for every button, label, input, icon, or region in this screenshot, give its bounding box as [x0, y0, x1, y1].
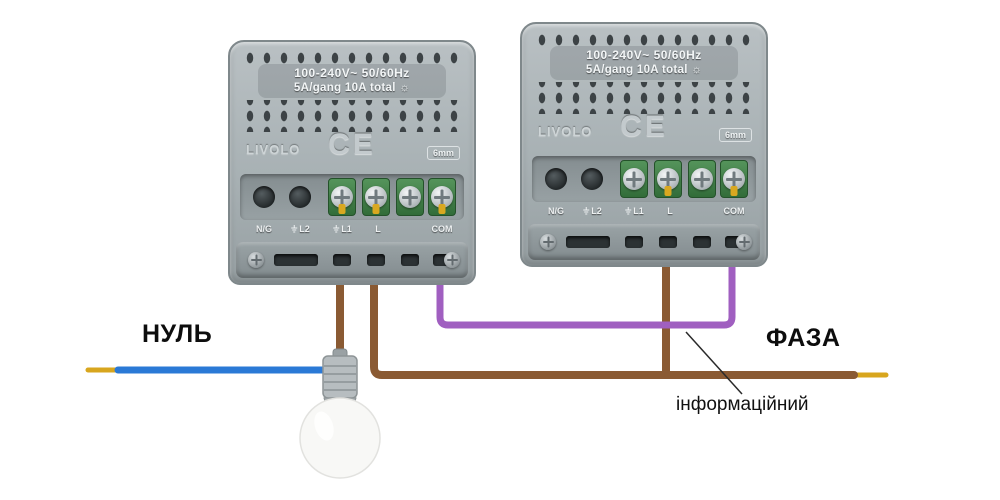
earth-icon — [583, 207, 590, 215]
phase-wire-module1 — [370, 262, 858, 379]
wire-ferrule — [338, 204, 346, 214]
neutral-label: НУЛЬ — [142, 320, 213, 348]
terminal-band — [240, 174, 464, 220]
terminal-hole-ng — [253, 186, 275, 208]
terminal-label-com: COM — [723, 206, 745, 216]
phase-label: ФАЗА — [766, 324, 841, 352]
switch-module-2: 100-240V~ 50/60Hz 5A/gang 10A total ☼ LI… — [520, 22, 768, 267]
mounting-slot — [274, 254, 318, 266]
terminal-label-l2: L2 — [290, 224, 310, 234]
signal-wire — [436, 254, 736, 329]
terminal-screw — [623, 168, 645, 190]
mounting-screw — [444, 252, 460, 268]
terminal-label-ng: N/G — [547, 206, 565, 216]
light-bulb — [299, 348, 381, 479]
terminal-label-l: L — [667, 206, 673, 216]
bulb-screw-base — [322, 355, 358, 399]
terminal-l1 — [328, 178, 356, 216]
terminal-hole-ng — [545, 168, 567, 190]
terminal-screw — [691, 168, 713, 190]
earth-icon — [333, 225, 340, 233]
mounting-slot — [401, 254, 419, 266]
terminal-l — [654, 160, 682, 198]
bulb-screw-ridges — [323, 365, 357, 391]
vent-holes — [246, 100, 458, 132]
lamp-icon: ☼ — [691, 64, 703, 76]
terminal-screw — [431, 186, 453, 208]
mounting-slot — [693, 236, 711, 248]
mounting-slot — [333, 254, 351, 266]
brand-logo: LIVOLO — [246, 142, 301, 157]
terminal-com — [720, 160, 748, 198]
wire-gauge-chip: 6mm — [718, 128, 752, 142]
pointer-line — [685, 331, 743, 395]
terminal-l1 — [620, 160, 648, 198]
mounting-screw — [248, 252, 264, 268]
terminal-spare — [688, 160, 716, 198]
terminal-screw — [723, 168, 745, 190]
wire-gauge-chip: 6mm — [426, 146, 460, 160]
terminal-screw — [365, 186, 387, 208]
terminal-hole-l2 — [289, 186, 311, 208]
ce-mark: CE — [620, 110, 668, 143]
vent-holes — [538, 82, 750, 114]
vent-holes — [246, 50, 458, 66]
wire-ferrule — [372, 204, 380, 214]
mounting-slot — [625, 236, 643, 248]
mounting-screw — [540, 234, 556, 250]
rating-line2: 5A/gang 10A total ☼ — [293, 82, 411, 94]
mounting-slot — [566, 236, 610, 248]
terminal-screw — [331, 186, 353, 208]
terminal-com — [428, 178, 456, 216]
rating-plate: 100-240V~ 50/60Hz 5A/gang 10A total ☼ — [550, 46, 738, 80]
terminal-band — [532, 156, 756, 202]
terminal-label-l2: L2 — [582, 206, 602, 216]
terminal-screw — [657, 168, 679, 190]
bulb-highlight — [314, 411, 334, 441]
rating-plate: 100-240V~ 50/60Hz 5A/gang 10A total ☼ — [258, 64, 446, 98]
wire-ferrule — [438, 204, 446, 214]
switch-module-1: 100-240V~ 50/60Hz 5A/gang 10A total ☼ LI… — [228, 40, 476, 285]
mounting-screw — [736, 234, 752, 250]
wire-ferrule — [664, 186, 672, 196]
rating-line1: 100-240V~ 50/60Hz — [294, 66, 410, 80]
rating-line2: 5A/gang 10A total ☼ — [585, 64, 703, 76]
wire-ferrule — [730, 186, 738, 196]
earth-icon — [625, 207, 632, 215]
vent-holes — [538, 32, 750, 48]
mounting-slot — [367, 254, 385, 266]
brand-logo: LIVOLO — [538, 124, 593, 139]
lamp-icon: ☼ — [399, 82, 411, 94]
terminal-screw — [399, 186, 421, 208]
terminal-hole-l2 — [581, 168, 603, 190]
mounting-band — [236, 242, 468, 278]
terminal-l — [362, 178, 390, 216]
terminal-label-ng: N/G — [255, 224, 273, 234]
terminal-label-com: COM — [431, 224, 453, 234]
rating-line1: 100-240V~ 50/60Hz — [586, 48, 702, 62]
terminal-spare — [396, 178, 424, 216]
mounting-band — [528, 224, 760, 260]
signal-label: інформаційний — [676, 394, 809, 415]
ce-mark: CE — [328, 128, 376, 161]
terminal-label-l1: L1 — [332, 224, 352, 234]
terminal-label-l: L — [375, 224, 381, 234]
earth-icon — [291, 225, 298, 233]
terminal-label-l1: L1 — [624, 206, 644, 216]
mounting-slot — [659, 236, 677, 248]
